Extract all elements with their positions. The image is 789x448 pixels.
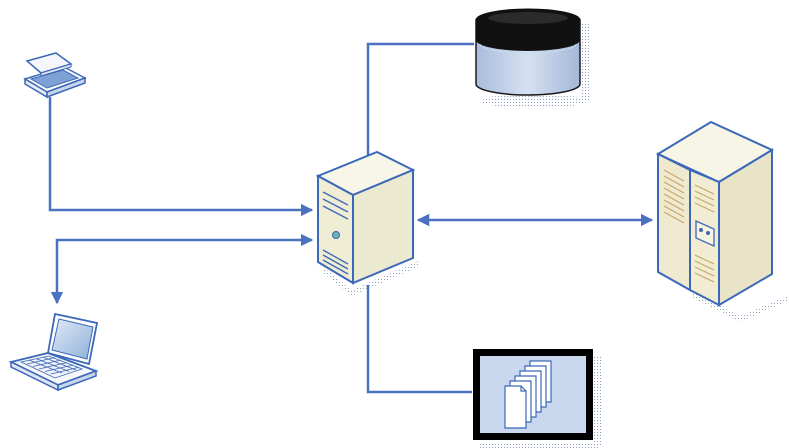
document-stack-icon — [473, 349, 601, 448]
scanner-to-server-connector — [48, 97, 314, 217]
mainframe-cabinet-icon — [655, 120, 789, 322]
scanner-icon — [23, 52, 87, 99]
server-to-laptop-connector — [50, 233, 314, 305]
database-icon — [475, 8, 589, 108]
server-to-documents-connector — [366, 285, 472, 394]
tower-server-icon — [315, 150, 420, 296]
laptop-icon — [8, 312, 99, 392]
connectors — [48, 42, 654, 394]
server-to-database-connector — [366, 42, 474, 155]
